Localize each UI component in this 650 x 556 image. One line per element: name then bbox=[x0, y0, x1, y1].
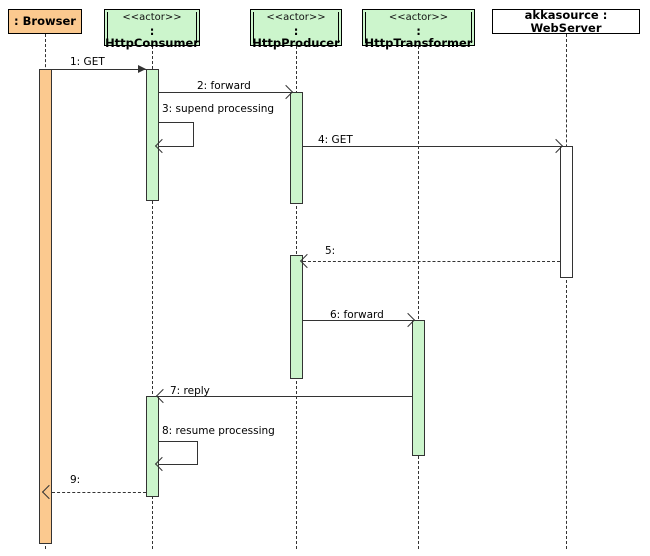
message-7-line bbox=[159, 396, 412, 397]
message-3-label: 3: supend processing bbox=[162, 103, 275, 115]
participant-name-webserver: akkasource : WebServer bbox=[524, 8, 608, 35]
message-2-line bbox=[159, 92, 290, 93]
activation-httptransformer bbox=[412, 320, 425, 456]
lifeline-webserver bbox=[566, 34, 567, 549]
activation-webserver bbox=[560, 146, 573, 278]
message-2-label: 2: forward bbox=[197, 80, 251, 92]
message-4-label: 4: GET bbox=[318, 134, 353, 146]
participant-header-httpproducer[interactable]: <<actor>> : HttpProducer bbox=[250, 9, 342, 50]
message-4-line bbox=[303, 146, 560, 147]
message-6-label: 6: forward bbox=[330, 309, 384, 321]
message-3-line-bottom bbox=[159, 146, 194, 147]
message-8-line-bottom bbox=[159, 464, 198, 465]
participant-name-httpconsumer: : HttpConsumer bbox=[105, 23, 199, 50]
message-5-label: 5: bbox=[325, 245, 336, 257]
message-3-line-top bbox=[159, 122, 194, 123]
participant-stereotype-httpproducer: <<actor>> bbox=[266, 12, 326, 23]
message-8-label: 8: resume processing bbox=[162, 425, 275, 437]
message-1-arrowhead bbox=[138, 65, 146, 73]
activation-httpproducer-1 bbox=[290, 92, 303, 204]
participant-name-httptransformer: : HttpTransformer bbox=[364, 23, 473, 50]
message-5-line bbox=[303, 261, 560, 262]
message-1-label: 1: GET bbox=[70, 56, 105, 68]
lifeline-httpconsumer bbox=[152, 46, 153, 549]
message-9-line bbox=[52, 492, 146, 493]
participant-stereotype-httptransformer: <<actor>> bbox=[388, 12, 449, 23]
lifeline-httptransformer bbox=[418, 46, 419, 549]
message-9-label: 9: bbox=[70, 474, 81, 486]
message-7-label: 7: reply bbox=[170, 385, 210, 397]
participant-stereotype-httpconsumer: <<actor>> bbox=[122, 12, 182, 23]
message-6-line bbox=[303, 320, 412, 321]
message-3-line-right bbox=[193, 122, 194, 146]
message-8-line-right bbox=[197, 441, 198, 464]
message-8-line-top bbox=[159, 441, 198, 442]
activation-httpconsumer-2 bbox=[146, 396, 159, 497]
activation-httpproducer-2 bbox=[290, 255, 303, 379]
message-1-line bbox=[52, 69, 146, 70]
participant-name-browser: : Browser bbox=[14, 14, 76, 29]
participant-header-webserver[interactable]: akkasource : WebServer bbox=[492, 9, 640, 34]
participant-header-httpconsumer[interactable]: <<actor>> : HttpConsumer bbox=[104, 9, 200, 50]
participant-header-httptransformer[interactable]: <<actor>> : HttpTransformer bbox=[362, 9, 475, 50]
participant-header-browser[interactable]: : Browser bbox=[8, 9, 82, 34]
participant-name-httpproducer: : HttpProducer bbox=[252, 23, 340, 50]
activation-browser bbox=[39, 69, 52, 544]
activation-httpconsumer-1 bbox=[146, 69, 159, 201]
